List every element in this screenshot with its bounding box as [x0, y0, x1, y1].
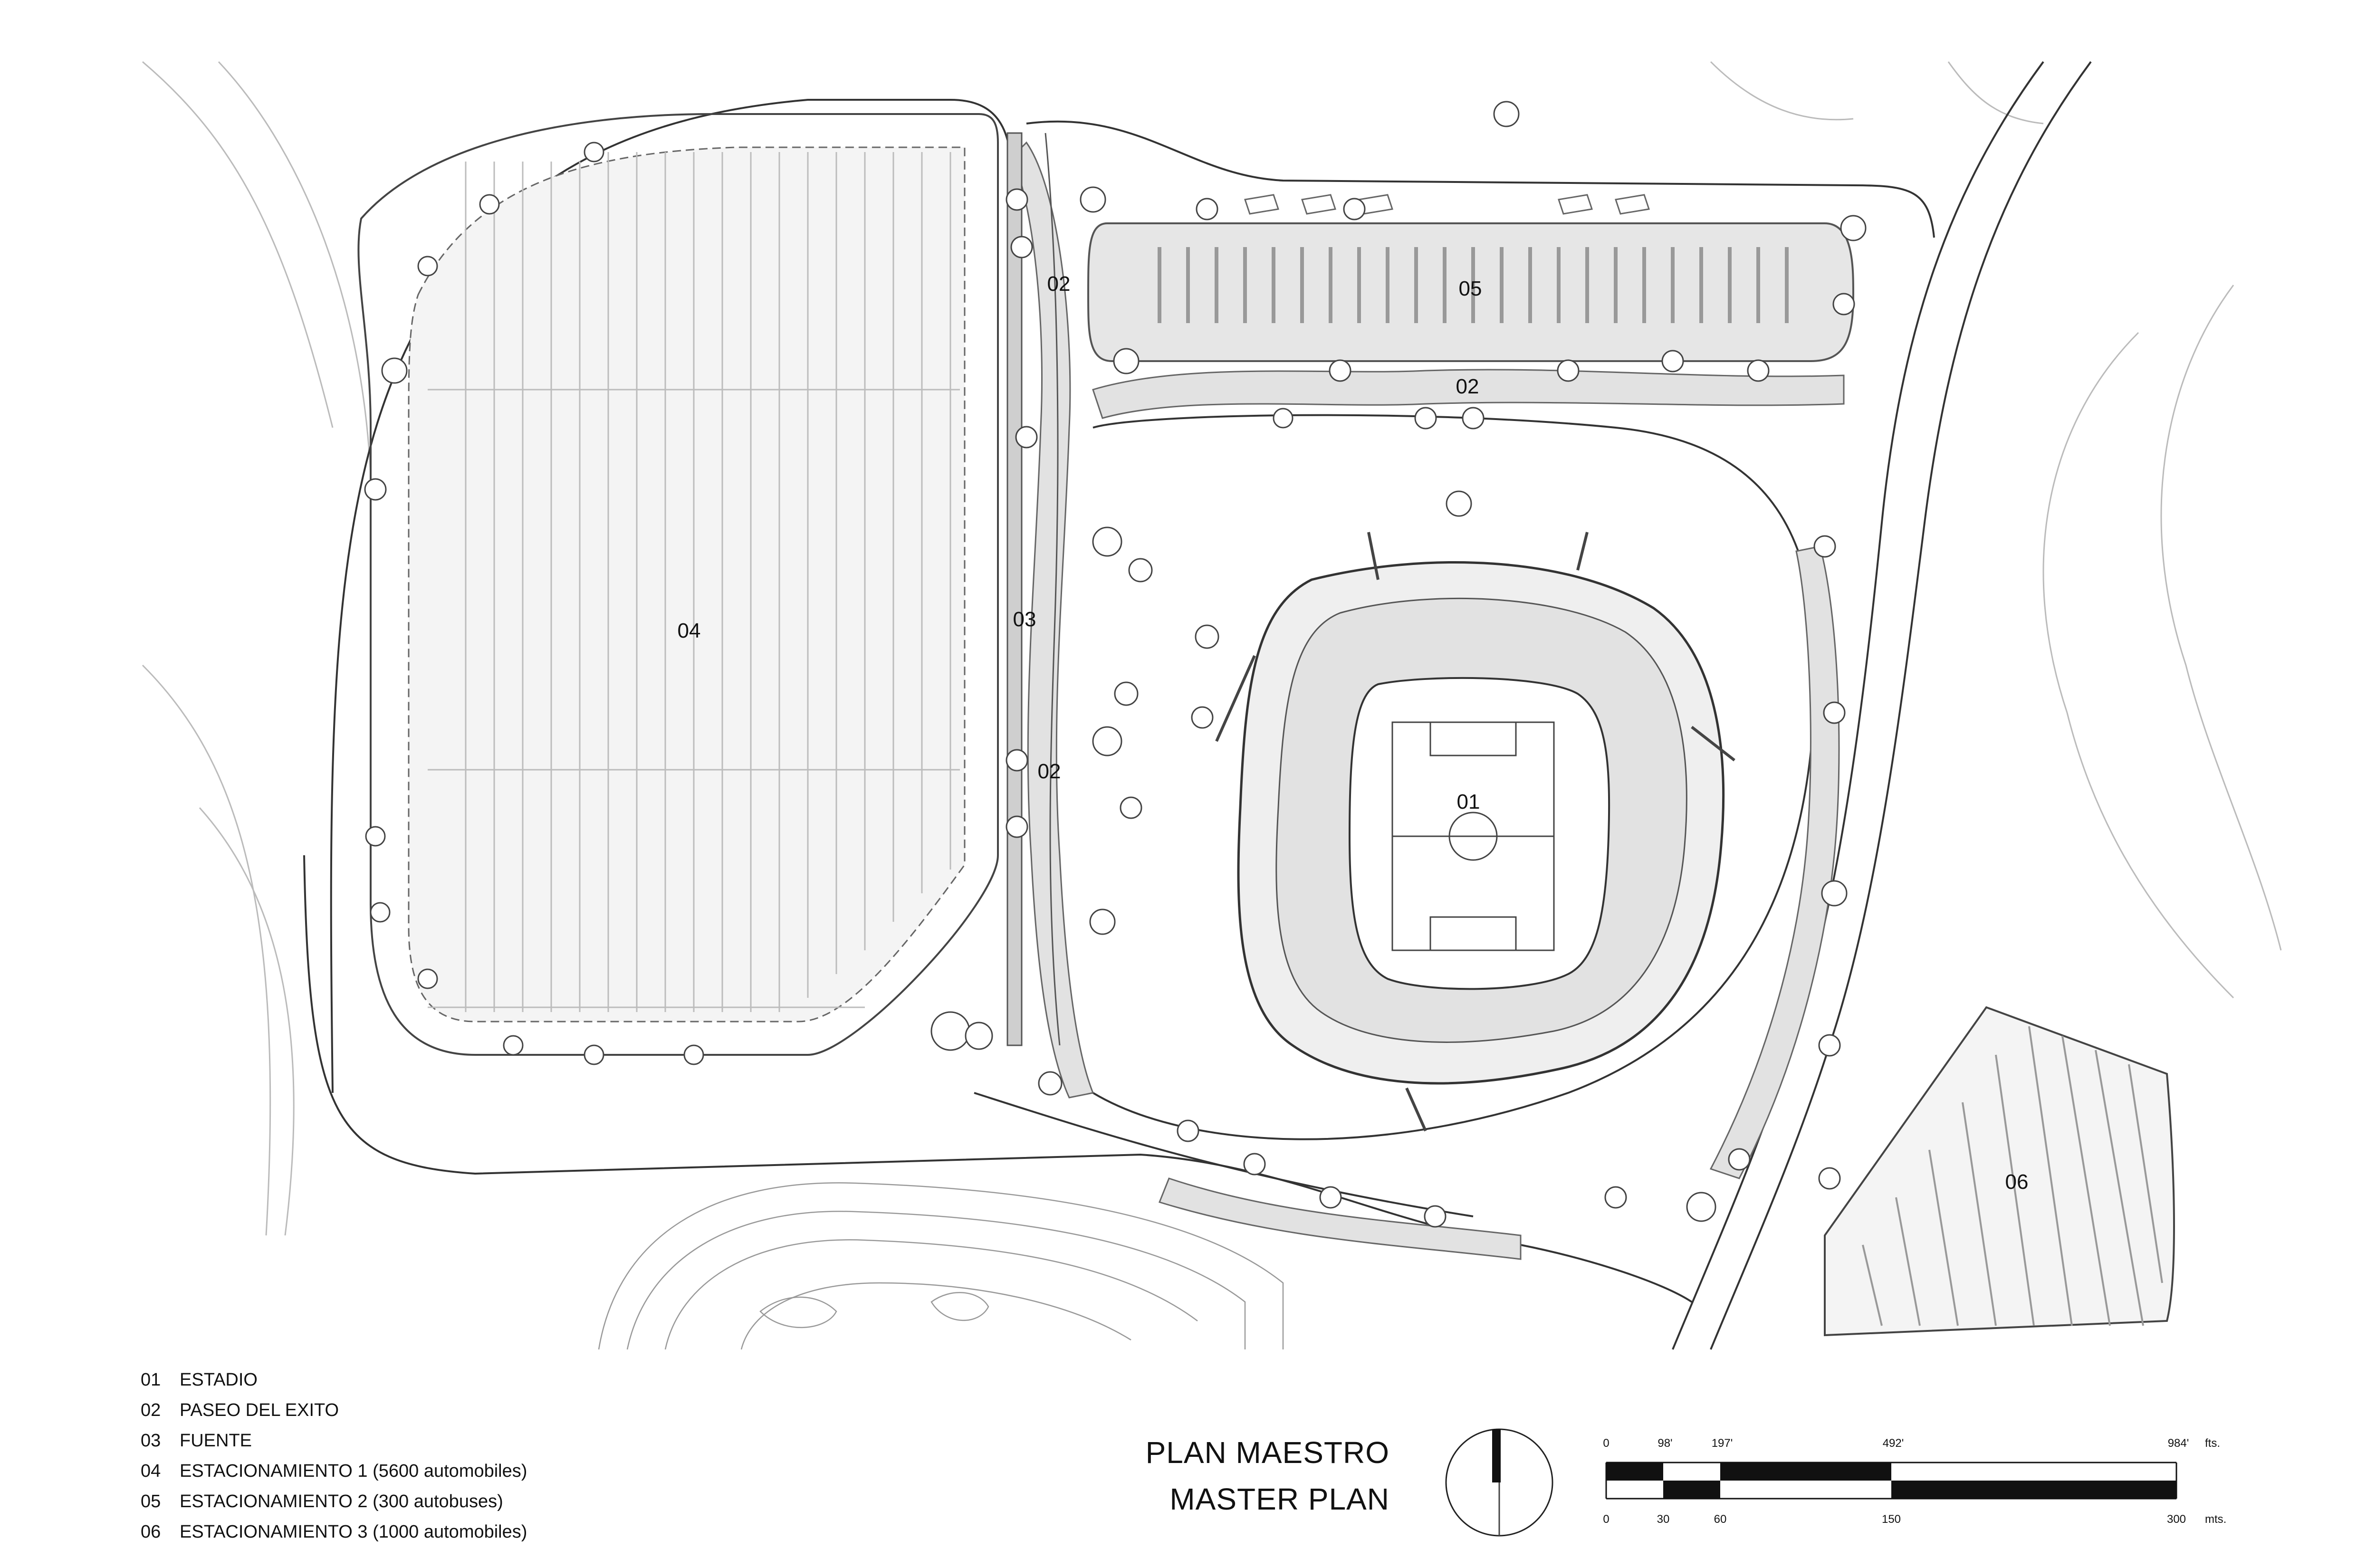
- title-block: PLAN MAESTRO MASTER PLAN: [1146, 1429, 1389, 1522]
- football-pitch: [1391, 721, 1555, 951]
- area-label-02-west-lower: 02: [1038, 760, 1061, 783]
- legend-item: 01 ESTADIO: [141, 1365, 527, 1395]
- scale-ft-tick-0: 0: [1603, 1437, 1609, 1450]
- area-label-03: 03: [1013, 608, 1036, 631]
- parking-lot-3: [1824, 1006, 2175, 1337]
- scale-m-tick-3: 150: [1882, 1513, 1901, 1526]
- scale-ft-tick-3: 492': [1883, 1437, 1904, 1450]
- scale-bar: 0 98' 197' 492' 984' fts. 0 30 60 150 30…: [1603, 1437, 2226, 1526]
- legend-code: 03: [141, 1431, 161, 1451]
- legend-text: ESTACIONAMIENTO 3 (1000 automobiles): [180, 1522, 527, 1542]
- legend-item: 03 FUENTE: [141, 1425, 527, 1456]
- parking-lot-1: [357, 113, 999, 1056]
- legend-text: ESTACIONAMIENTO 1 (5600 automobiles): [180, 1461, 527, 1481]
- area-label-05: 05: [1459, 277, 1482, 300]
- parking-lot-2: [1087, 194, 1855, 362]
- tree-symbols: [364, 101, 1867, 1228]
- scale-ft-tick-1: 98': [1657, 1437, 1672, 1450]
- legend-code: 04: [141, 1461, 161, 1481]
- scale-m-tick-0: 0: [1603, 1513, 1609, 1526]
- area-label-06: 06: [2005, 1170, 2029, 1194]
- legend-item: 04 ESTACIONAMIENTO 1 (5600 automobiles): [141, 1456, 527, 1486]
- legend-code: 06: [141, 1522, 161, 1542]
- context-lines: [142, 61, 2282, 1236]
- legend-item: 06 ESTACIONAMIENTO 3 (1000 automobiles): [141, 1517, 527, 1547]
- scale-ft-tick-2: 197': [1712, 1437, 1733, 1450]
- legend-code: 02: [141, 1400, 161, 1420]
- scale-m-tick-1: 30: [1657, 1513, 1670, 1526]
- north-arrow: [1445, 1428, 1553, 1537]
- area-label-04: 04: [678, 619, 701, 642]
- area-label-01: 01: [1457, 790, 1480, 813]
- scale-m-tick-2: 60: [1714, 1513, 1727, 1526]
- stadium: [1215, 532, 1735, 1132]
- area-label-02-west-upper: 02: [1047, 272, 1071, 296]
- legend-code: 01: [141, 1370, 161, 1390]
- legend-text: ESTACIONAMIENTO 2 (300 autobuses): [180, 1492, 503, 1511]
- terrain-contours: [598, 1182, 1284, 1350]
- paseo-del-exito: [1011, 141, 1845, 1260]
- legend-text: PASEO DEL EXITO: [180, 1400, 339, 1420]
- legend-code: 05: [141, 1492, 161, 1511]
- legend-text: FUENTE: [180, 1431, 252, 1451]
- title-spanish: PLAN MAESTRO: [1145, 1435, 1389, 1470]
- scale-m-tick-4: 300: [2167, 1513, 2186, 1526]
- legend-text: ESTADIO: [180, 1370, 258, 1390]
- title-english: MASTER PLAN: [1169, 1482, 1389, 1516]
- scale-ft-tick-4: 984': [2168, 1437, 2189, 1450]
- area-label-02-north: 02: [1456, 375, 1479, 398]
- scale-m-unit: mts.: [2205, 1513, 2226, 1526]
- legend-item: 05 ESTACIONAMIENTO 2 (300 autobuses): [141, 1486, 527, 1517]
- scale-ft-unit: fts.: [2205, 1437, 2220, 1450]
- legend-item: 02 PASEO DEL EXITO: [141, 1395, 527, 1425]
